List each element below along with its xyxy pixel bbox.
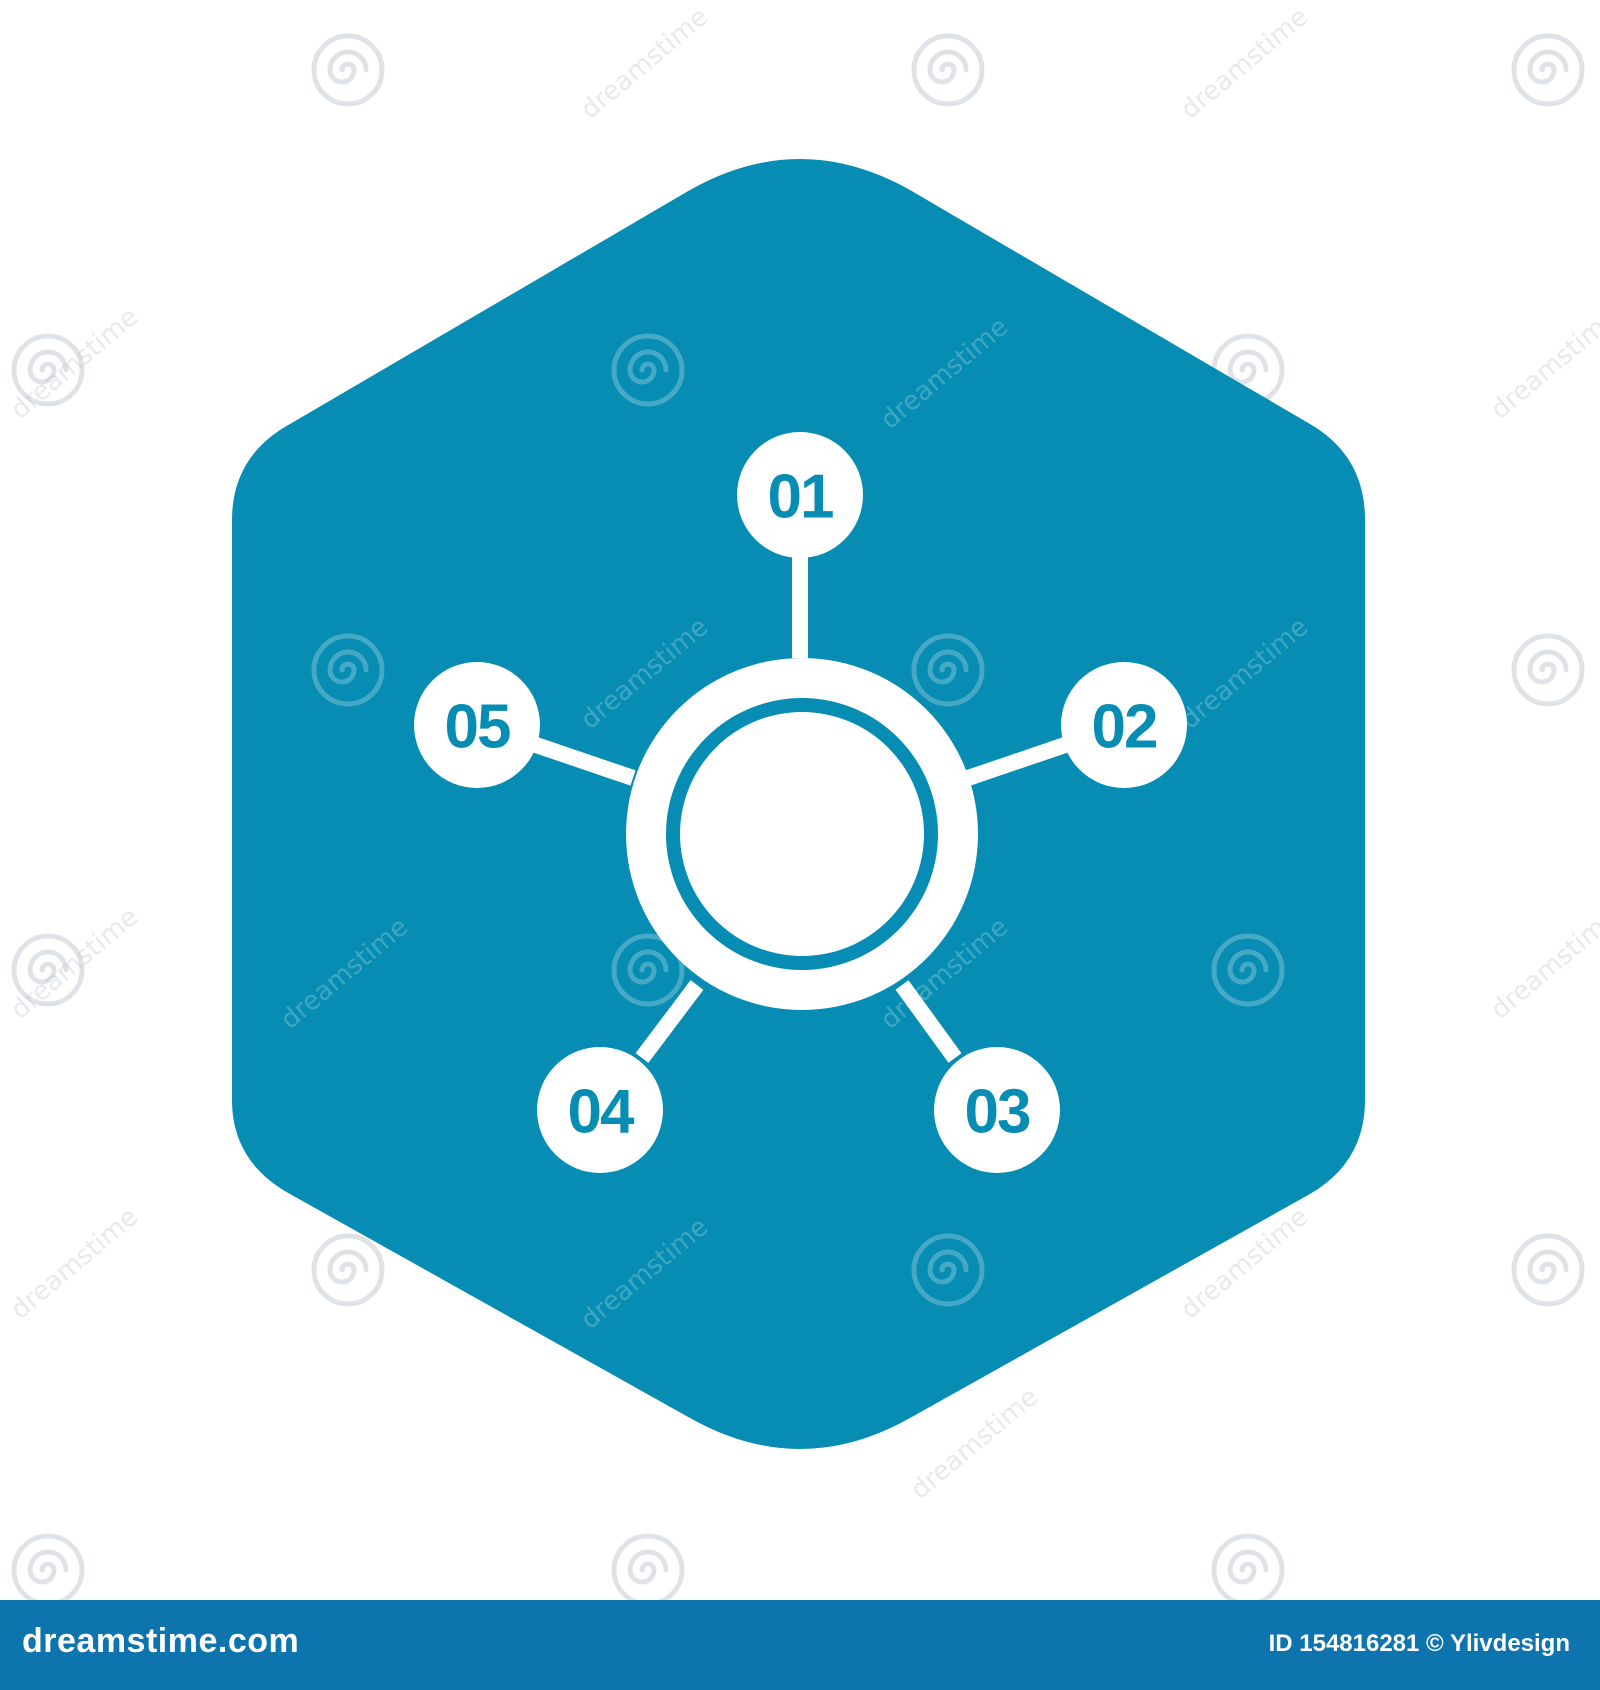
- watermark-text: dreamstime: [1485, 302, 1600, 425]
- node-04: 04: [537, 1047, 663, 1173]
- spiral-icon: [311, 633, 385, 707]
- connector-lines: [533, 555, 1068, 1063]
- network-diagram-graphic: dreamstime dreamstime dreamstime dreamstime…: [5, 2, 1600, 1600]
- watermark-text: dreamstime: [1175, 2, 1314, 125]
- node-circle: [934, 1047, 1060, 1173]
- node-label: 01: [768, 463, 833, 532]
- spiral-icon: [1511, 33, 1585, 107]
- connector-line-05: [533, 737, 636, 786]
- node-05: 05: [414, 662, 540, 788]
- watermark-text: dreamstime: [5, 1202, 144, 1325]
- node-circle: [414, 662, 540, 788]
- spiral-icon: [1211, 933, 1285, 1007]
- node-label: 02: [1092, 693, 1157, 762]
- spiral-icon: [611, 1533, 685, 1600]
- diagram-nodes: 01 02 03 04 05: [414, 432, 1187, 1173]
- footer-bar: dreamstime.com ID 154816281 © Ylivdesign: [0, 1600, 1600, 1690]
- footer-image-id: ID 154816281: [1268, 1630, 1420, 1657]
- spiral-icon: [1511, 633, 1585, 707]
- watermark-text: dreamstime: [5, 302, 144, 425]
- footer-credit: ID 154816281 © Ylivdesign: [1269, 1630, 1570, 1658]
- spiral-icon: [611, 933, 685, 1007]
- spiral-icon: [911, 33, 985, 107]
- node-circle: [1061, 662, 1187, 788]
- center-hub: [626, 658, 978, 1010]
- connector-line-03: [895, 980, 962, 1063]
- node-02: 02: [1061, 662, 1187, 788]
- watermark-text: dreamstime: [1485, 902, 1600, 1025]
- spiral-icon: [11, 333, 85, 407]
- spiral-icon: [911, 1233, 985, 1307]
- footer-credit-author: © Ylivdesign: [1426, 1630, 1570, 1657]
- node-label: 05: [445, 693, 510, 762]
- connector-line-02: [965, 737, 1068, 786]
- node-label: 03: [965, 1078, 1030, 1147]
- spiral-icon: [11, 933, 85, 1007]
- connector-line-04: [635, 980, 704, 1063]
- node-label: 04: [568, 1078, 635, 1147]
- node-01: 01: [737, 432, 863, 558]
- footer-brand-text[interactable]: dreamstime.com: [22, 1622, 300, 1660]
- spiral-icon: [611, 333, 685, 407]
- spiral-icon: [311, 1233, 385, 1307]
- spiral-icon: [1211, 1533, 1285, 1600]
- spiral-icon: [311, 33, 385, 107]
- node-03: 03: [934, 1047, 1060, 1173]
- spiral-icon: [911, 633, 985, 707]
- node-circle: [537, 1047, 663, 1173]
- hub-core: [680, 712, 924, 956]
- watermark-text: dreamstime: [575, 2, 714, 125]
- node-circle: [737, 432, 863, 558]
- watermark-text: dreamstime: [5, 902, 144, 1025]
- spiral-icon: [11, 1533, 85, 1600]
- spiral-icon: [1511, 1233, 1585, 1307]
